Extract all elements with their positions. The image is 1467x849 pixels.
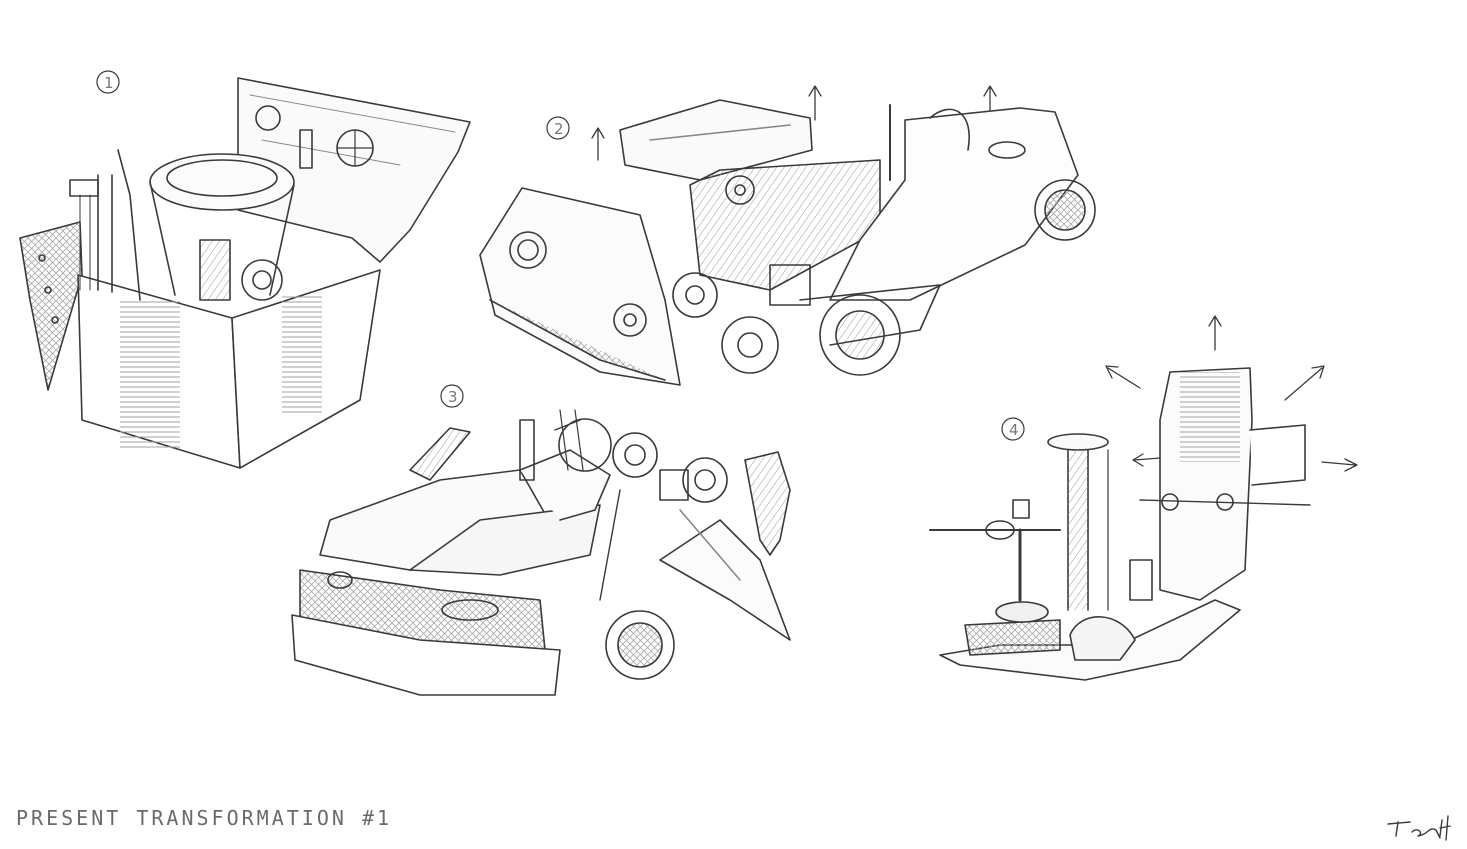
stage-4-number-circle — [1001, 417, 1025, 441]
signature-mark — [1387, 815, 1451, 841]
stage-1-number: 1 — [104, 74, 114, 92]
stage-3-car-transforming: 3 — [291, 384, 791, 696]
stage-2-number: 2 — [554, 120, 564, 138]
stage-4-number: 4 — [1009, 421, 1019, 439]
sheet-caption: PRESENT TRANSFORMATION #1 — [16, 806, 393, 830]
stage-2-car-opening: 2 — [479, 85, 1096, 386]
stage-3-number: 3 — [448, 388, 458, 406]
stage-1-number-circle — [96, 70, 120, 94]
stage-4-robot-base: 4 — [929, 315, 1358, 681]
stage-1-gift-box: 1 — [19, 70, 471, 469]
stage-3-number-circle — [440, 384, 464, 408]
stage-2-number-circle — [546, 116, 570, 140]
